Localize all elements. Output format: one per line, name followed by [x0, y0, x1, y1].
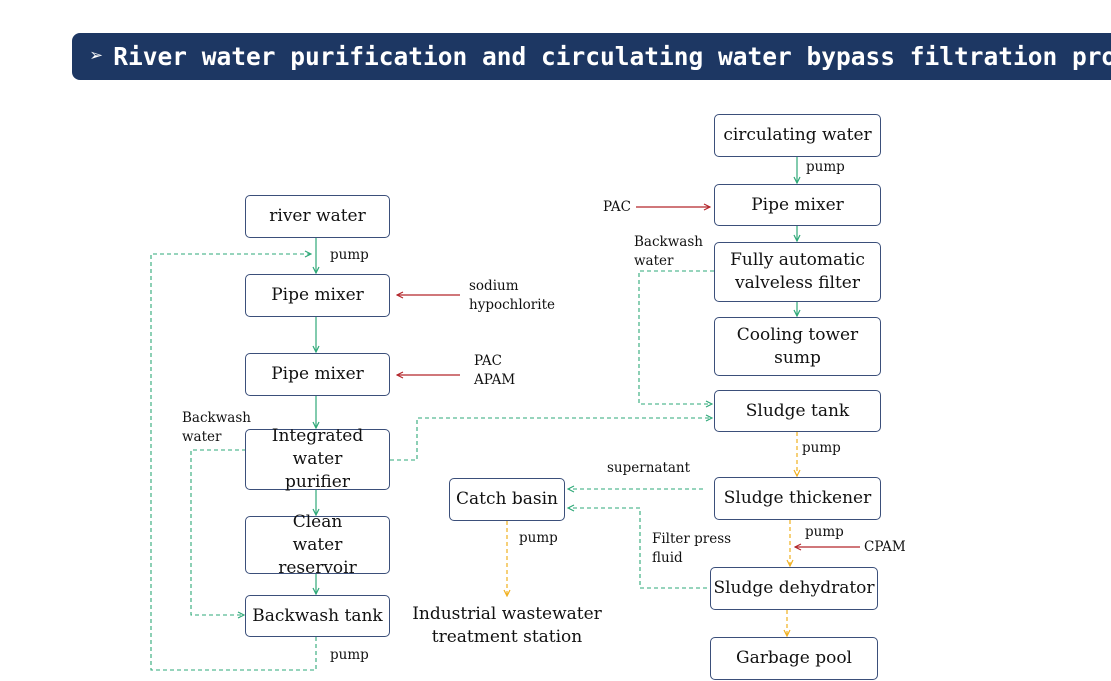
valveless-filter-box: Fully automatic valveless filter — [714, 242, 881, 302]
flow-filter-backwash-to-sludge-tank — [638, 270, 714, 404]
backwash-water-label: Backwash water — [182, 410, 251, 445]
pipe-mixer-2-box: Pipe mixer — [245, 353, 390, 396]
integrated-water-purifier-box: Integrated water purifier — [245, 426, 390, 492]
flow-filter-press-fluid — [568, 508, 707, 589]
supernatant-label: supernatant — [607, 460, 691, 476]
pump-label: pump — [519, 530, 558, 546]
clean-water-reservoir-box: Clean water reservoir — [245, 512, 390, 578]
pac-apam-label: PAC APAM — [474, 353, 516, 388]
catch-basin-box: Catch basin — [449, 478, 565, 521]
arrow-bullet-icon: ➢ — [90, 44, 104, 69]
garbage-pool-box: Garbage pool — [710, 637, 878, 680]
cooling-tower-sump-box: Cooling tower sump — [714, 317, 881, 376]
page-title: River water purification and circulating… — [113, 42, 1111, 71]
pump-label: pump — [805, 524, 844, 540]
pump-label: pump — [806, 159, 845, 175]
backwash-water-label: Backwash water — [634, 234, 703, 269]
pac-label: PAC — [603, 199, 631, 215]
sludge-thickener-box: Sludge thickener — [714, 477, 881, 520]
filter-press-fluid-label: Filter press fluid — [652, 531, 732, 566]
flow-purifier-to-sludge-tank — [390, 418, 712, 461]
pump-label: pump — [802, 440, 841, 456]
flow-backwash-pump-return — [150, 254, 317, 671]
sludge-dehydrator-box: Sludge dehydrator — [710, 567, 878, 610]
sludge-tank-box: Sludge tank — [714, 390, 881, 432]
flow-purifier-backwash-water — [190, 449, 246, 615]
backwash-tank-box: Backwash tank — [245, 595, 390, 637]
circulating-water-box: circulating water — [714, 114, 881, 157]
cpam-label: CPAM — [864, 539, 906, 555]
pipe-mixer-right-box: Pipe mixer — [714, 184, 881, 226]
river-water-box: river water — [245, 195, 390, 238]
pump-label: pump — [330, 647, 369, 663]
title-banner: ➢ River water purification and circulati… — [72, 33, 1111, 80]
pump-label: pump — [330, 247, 369, 263]
sodium-hypochlorite-label: sodium hypochlorite — [469, 278, 555, 313]
pipe-mixer-1-box: Pipe mixer — [245, 274, 390, 317]
wastewater-treatment-station-label: Industrial wastewater treatment station — [412, 604, 602, 647]
